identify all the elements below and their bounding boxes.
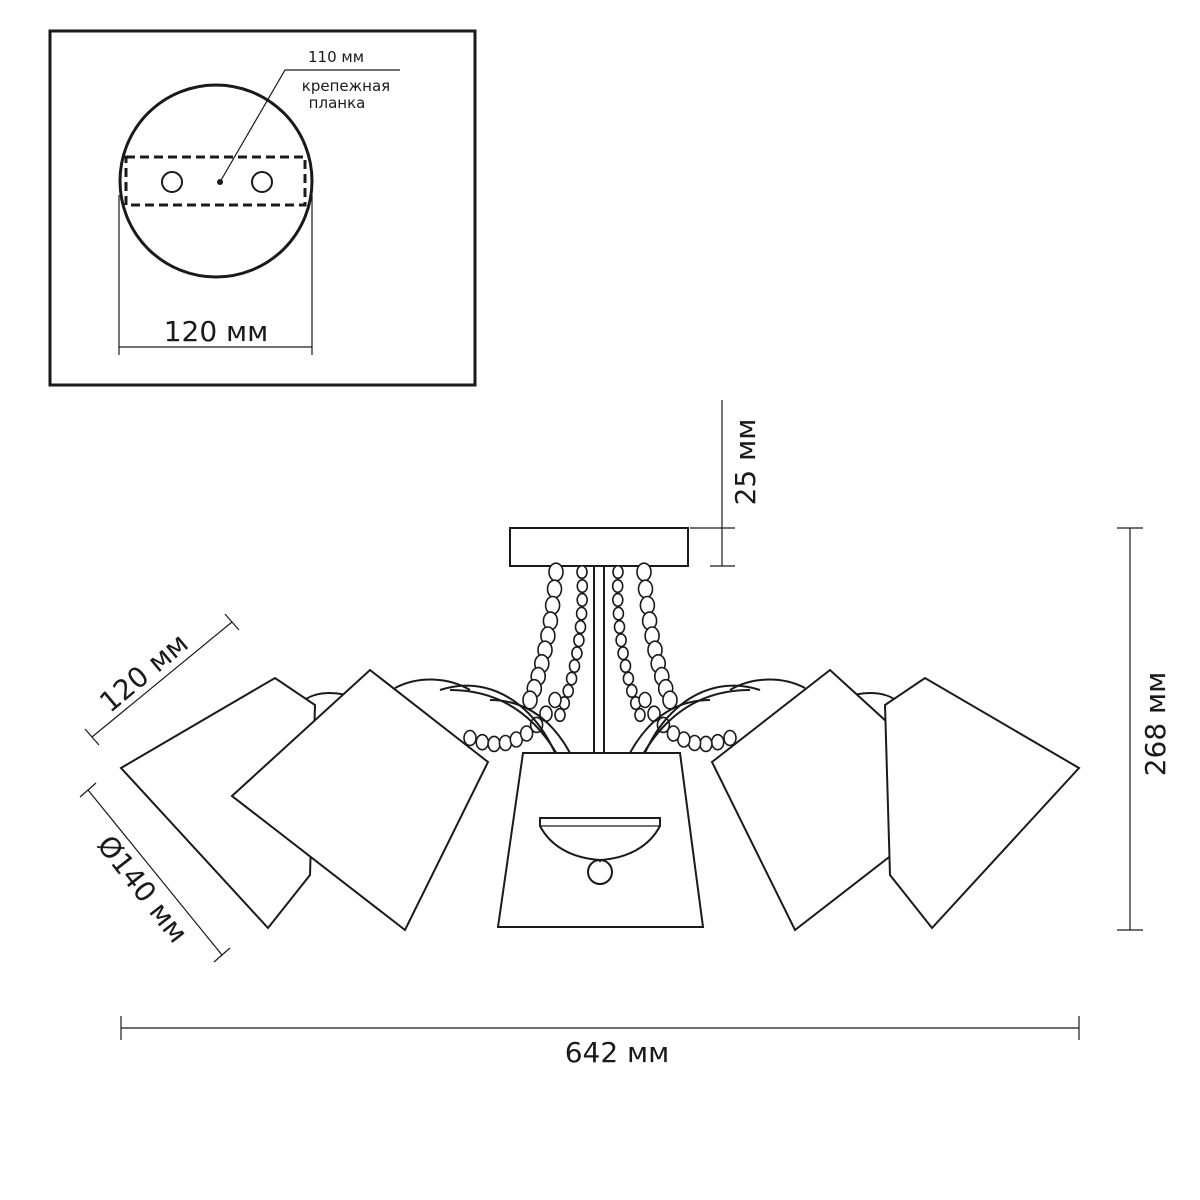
plate-label-line1: крепежная bbox=[302, 77, 390, 95]
bead bbox=[574, 619, 587, 635]
shade-diameter-label: Ø140 мм bbox=[91, 829, 195, 949]
bead bbox=[612, 564, 624, 580]
shade-center bbox=[496, 752, 705, 928]
bead bbox=[544, 595, 561, 615]
bead bbox=[723, 729, 737, 747]
bead bbox=[699, 735, 713, 753]
bead bbox=[639, 595, 656, 615]
bead bbox=[613, 619, 626, 635]
bead bbox=[475, 733, 490, 751]
strip-leader-line bbox=[219, 69, 400, 183]
central-rod bbox=[593, 565, 605, 767]
shade-far-right bbox=[883, 676, 1081, 930]
shade-height-tick-a bbox=[84, 728, 100, 746]
shade-diam-dim-line bbox=[87, 789, 223, 956]
bead bbox=[612, 606, 625, 621]
bead bbox=[634, 707, 646, 723]
bead-strands bbox=[463, 562, 737, 753]
chandelier bbox=[119, 527, 1081, 932]
bead bbox=[638, 691, 652, 709]
plate-label-line2: планка bbox=[309, 94, 366, 112]
bead bbox=[463, 729, 477, 747]
ceiling-canopy bbox=[509, 527, 689, 567]
shade-height-tick-b bbox=[224, 613, 240, 631]
bead bbox=[666, 725, 681, 742]
bead bbox=[617, 646, 629, 661]
bead bbox=[554, 707, 566, 723]
bead bbox=[576, 578, 589, 594]
total-width-label: 642 мм bbox=[565, 1036, 670, 1069]
strip-length-label: 110 мм bbox=[308, 48, 364, 66]
bead bbox=[546, 579, 563, 599]
shade-height-label: 120 мм bbox=[93, 626, 194, 719]
bead bbox=[562, 683, 575, 699]
bead bbox=[710, 733, 725, 751]
bead bbox=[611, 592, 624, 608]
dimension-total-height: 268 мм bbox=[1117, 527, 1172, 931]
mounting-strip bbox=[124, 155, 307, 207]
total-height-label: 268 мм bbox=[1139, 672, 1172, 777]
bead bbox=[636, 562, 652, 582]
shade-top-right-mid bbox=[729, 678, 806, 691]
dimension-rod-height: 25 мм bbox=[690, 400, 762, 567]
bead bbox=[575, 606, 588, 621]
bead bbox=[573, 633, 585, 648]
bead bbox=[548, 691, 562, 709]
shade-height-dim-line bbox=[91, 621, 233, 738]
shade-diam-tick-b bbox=[213, 947, 231, 963]
bead bbox=[487, 735, 501, 753]
bead bbox=[565, 671, 578, 686]
bead bbox=[522, 690, 538, 710]
bead bbox=[615, 633, 627, 648]
canopy-width-label: 120 мм bbox=[164, 315, 269, 348]
dimension-total-width: 642 мм bbox=[120, 1016, 1080, 1069]
bead bbox=[548, 562, 564, 582]
canopy-circle bbox=[118, 83, 314, 279]
bead bbox=[611, 578, 624, 594]
bead bbox=[498, 734, 513, 752]
inset-frame bbox=[48, 29, 477, 387]
shade-right bbox=[710, 668, 970, 932]
bead bbox=[571, 646, 583, 661]
bead bbox=[662, 690, 678, 710]
rod-height-label: 25 мм bbox=[729, 419, 762, 506]
bead bbox=[637, 579, 654, 599]
shade-left bbox=[230, 668, 490, 932]
bead bbox=[622, 671, 635, 686]
mounting-hole-right bbox=[251, 171, 273, 193]
shade-diam-tick-a bbox=[79, 782, 97, 798]
bead bbox=[519, 725, 534, 742]
bead bbox=[568, 658, 581, 674]
bead bbox=[576, 564, 588, 580]
bead bbox=[619, 658, 632, 674]
bead bbox=[576, 592, 589, 608]
mounting-hole-left bbox=[161, 171, 183, 193]
mounting-inset: 110 мм крепежная планка 120 мм bbox=[48, 29, 477, 387]
shade-top-left-mid bbox=[394, 678, 471, 691]
bead bbox=[625, 683, 638, 699]
